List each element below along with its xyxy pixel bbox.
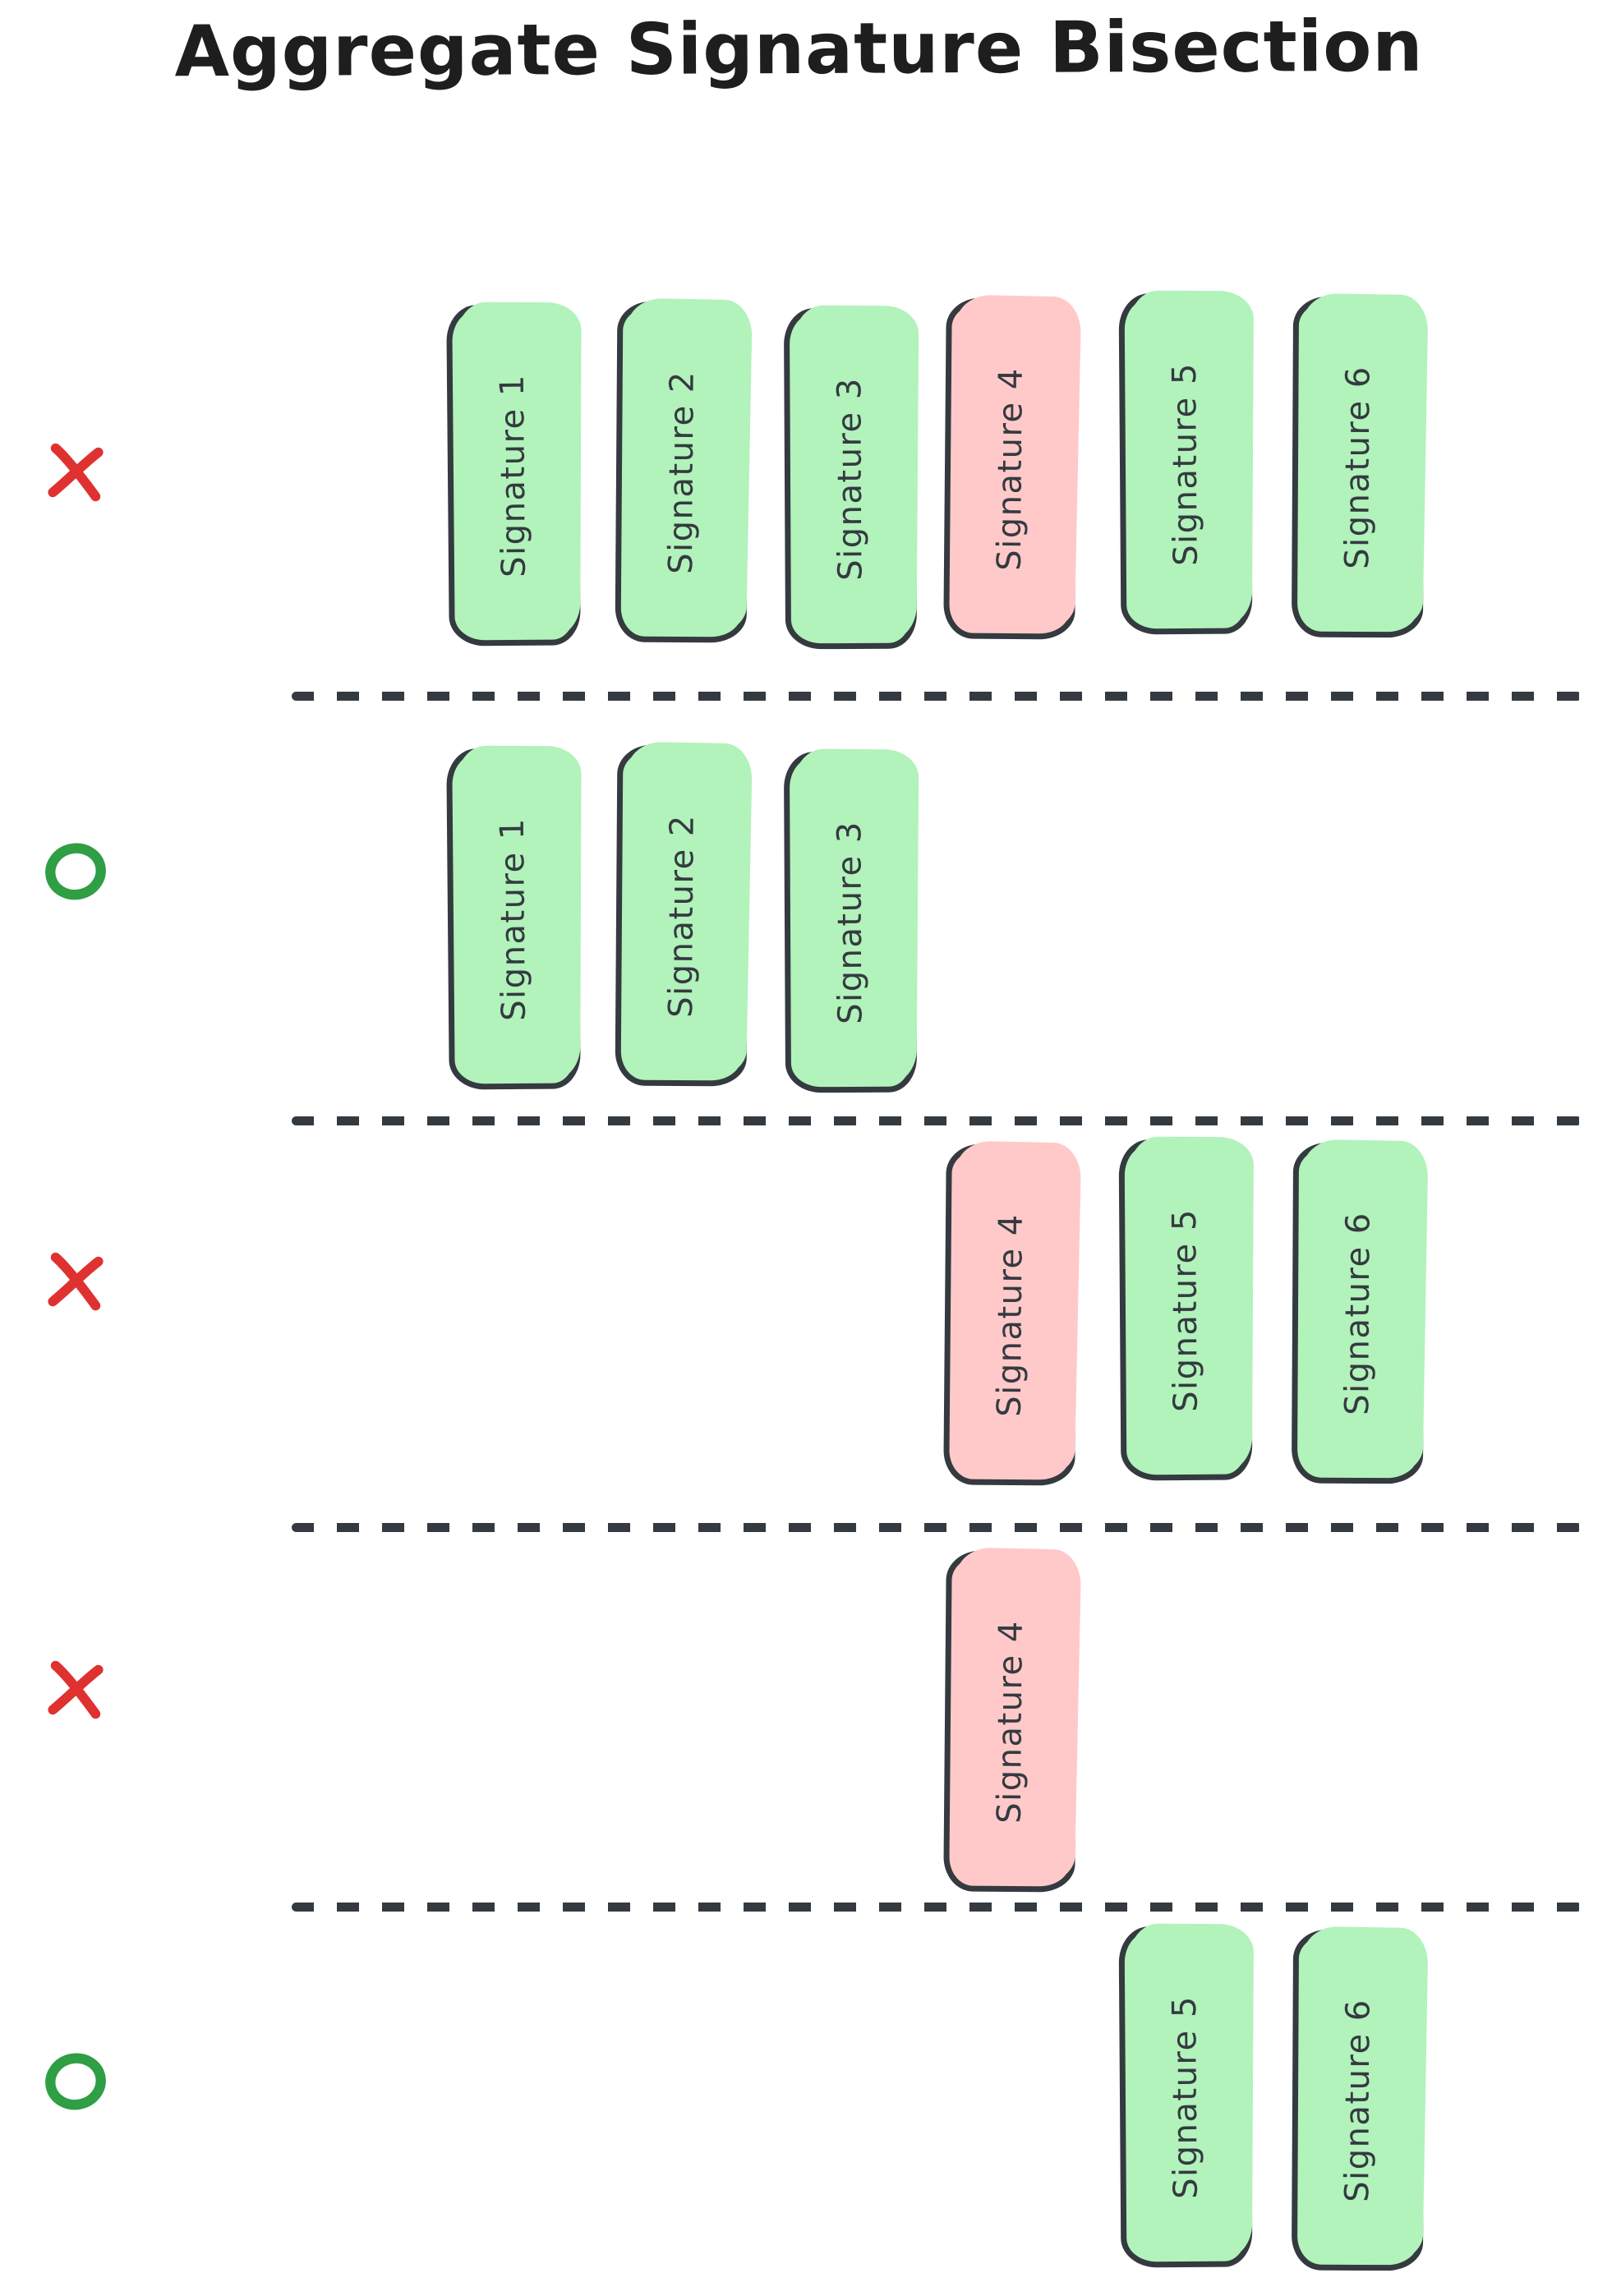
signature-label: Signature 6 (1338, 365, 1378, 569)
signature-box: Signature 1 (446, 304, 581, 646)
dashed-separator (292, 1903, 1582, 1912)
signature-box: Signature 6 (1291, 1929, 1425, 2271)
signature-box: Signature 3 (783, 751, 918, 1093)
signature-box: Signature 2 (615, 744, 749, 1087)
signature-label: Signature 6 (1338, 1998, 1378, 2202)
signature-label: Signature 5 (1166, 1208, 1205, 1412)
x-mark-icon (41, 438, 110, 507)
signature-label: Signature 2 (662, 370, 702, 574)
signature-label: Signature 4 (990, 1212, 1031, 1417)
signature-label: Signature 5 (1166, 1995, 1205, 2199)
signature-label: Signature 2 (662, 813, 702, 1018)
signature-box: Signature 6 (1291, 296, 1425, 638)
signature-box: Signature 3 (783, 307, 918, 650)
dashed-separator (292, 1523, 1582, 1532)
diagram-title: Aggregate Signature Bisection (174, 5, 1424, 94)
signature-label: Signature 3 (831, 376, 870, 581)
signature-label: Signature 3 (831, 820, 870, 1024)
signature-label: Signature 5 (1166, 361, 1205, 566)
signature-label: Signature 1 (493, 373, 534, 577)
x-mark-icon (41, 1655, 110, 1724)
signature-box: Signature 4 (943, 1143, 1078, 1486)
signature-box: Signature 1 (446, 748, 581, 1090)
signature-label: Signature 4 (990, 366, 1031, 571)
signature-box: Signature 5 (1118, 1926, 1253, 2268)
dashed-separator (292, 692, 1582, 701)
signature-box: Signature 2 (615, 301, 749, 643)
signature-box: Signature 4 (943, 1550, 1078, 1893)
x-mark-icon (41, 1247, 110, 1316)
signature-box: Signature 6 (1291, 1142, 1425, 1484)
signature-label: Signature 6 (1338, 1211, 1378, 1415)
signature-box: Signature 4 (943, 297, 1078, 640)
dashed-separator (292, 1116, 1582, 1125)
signature-label: Signature 1 (493, 817, 534, 1021)
signature-box: Signature 5 (1118, 1139, 1253, 1481)
o-mark-icon (39, 2045, 112, 2117)
signature-label: Signature 4 (990, 1619, 1031, 1824)
signature-box: Signature 5 (1118, 292, 1253, 635)
o-mark-icon (39, 835, 112, 907)
